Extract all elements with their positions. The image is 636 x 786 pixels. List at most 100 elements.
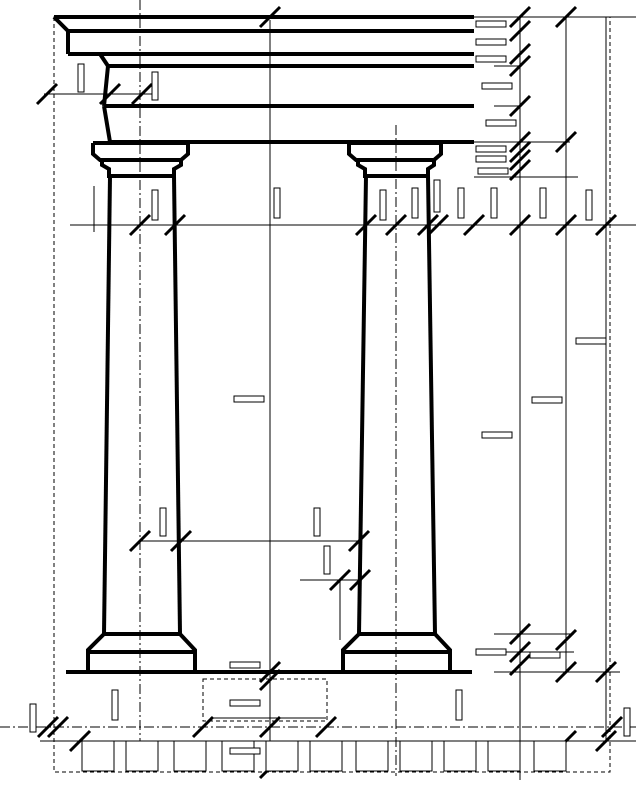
dimension-label-box <box>477 167 509 175</box>
dimension-label-box <box>490 187 498 219</box>
dimension-label-box <box>481 431 513 439</box>
dimension-label-box <box>111 689 119 721</box>
dimension-tick <box>508 653 532 677</box>
dimension-tick <box>130 82 154 106</box>
dimension-tick <box>163 213 187 237</box>
dimension-label-box <box>233 395 265 403</box>
plinth-block <box>399 740 433 772</box>
dimension-label-box <box>475 38 507 46</box>
dimension-tick <box>554 5 578 29</box>
dimension-label-box <box>379 189 387 221</box>
dimension-label-box <box>411 187 419 219</box>
dimension-tick <box>508 158 532 182</box>
left-column-capital <box>100 160 183 178</box>
outer-dashed-frame <box>53 16 611 773</box>
plinth-block <box>533 740 567 772</box>
dimension-tick <box>554 213 578 237</box>
dimension-label-box <box>475 20 507 28</box>
dimension-tick <box>554 660 578 684</box>
dimension-tick <box>508 54 532 78</box>
dimension-tick <box>128 213 152 237</box>
dimension-tick <box>354 213 378 237</box>
right-column-base-right <box>359 632 452 672</box>
dimension-tick <box>426 213 450 237</box>
dimension-tick <box>594 729 618 753</box>
right-column-shaft-left <box>357 175 368 635</box>
dimension-label-box <box>229 699 261 707</box>
dimension-tick <box>169 529 193 553</box>
left-column-shaft-right <box>172 175 182 635</box>
plinth-row <box>81 740 567 772</box>
dimension-label-box <box>229 661 261 669</box>
dimension-label-box <box>29 703 37 733</box>
plinth-block <box>355 740 389 772</box>
dimension-label-box <box>529 651 561 659</box>
dimension-tick <box>191 715 215 739</box>
dimension-tick <box>508 5 532 29</box>
dimension-tick <box>258 660 282 684</box>
left-column-shaft-left <box>102 175 112 635</box>
dimension-tick <box>508 94 532 118</box>
dimension-tick <box>508 42 532 66</box>
dimension-tick <box>314 715 338 739</box>
dimension-label-box <box>475 55 507 63</box>
right-column-capital <box>356 160 436 178</box>
left-column <box>86 141 197 672</box>
dimension-tick <box>508 19 532 43</box>
dimension-tick <box>554 628 578 652</box>
dimension-label-box <box>273 187 281 219</box>
dimension-label-box <box>455 689 463 721</box>
dimension-label-box <box>151 71 159 101</box>
dimension-label-box <box>475 155 507 163</box>
dimension-tick <box>508 622 532 646</box>
dimension-tick <box>98 82 122 106</box>
dimension-tick <box>594 660 618 684</box>
dimension-label-box <box>475 145 507 153</box>
dimension-label-box <box>531 396 563 404</box>
plinth-block <box>173 740 207 772</box>
dimension-tick <box>258 5 282 29</box>
dimension-tick <box>508 213 532 237</box>
dimension-lines <box>40 16 636 780</box>
right-column-shaft-right <box>426 175 437 635</box>
dimension-label-boxes <box>29 20 631 755</box>
dimension-label-box <box>475 648 507 656</box>
dimension-tick <box>508 148 532 172</box>
dimension-tick <box>384 213 408 237</box>
dimension-tick <box>508 640 532 664</box>
dimension-label-box <box>575 337 607 345</box>
dimension-ticks <box>35 5 624 780</box>
dimension-tick <box>594 213 618 237</box>
dimension-tick <box>258 715 282 739</box>
plinth-block <box>81 740 115 772</box>
dimension-tick <box>258 668 282 692</box>
plinth-block <box>125 740 159 772</box>
architrave-left-lower-face <box>102 105 112 143</box>
dimension-label-box <box>313 507 321 537</box>
frieze-left-step <box>98 52 110 68</box>
base-detail-box <box>202 678 328 722</box>
dimension-label-box <box>433 179 441 213</box>
right-column-abacus <box>347 141 443 162</box>
entablature <box>52 15 474 144</box>
dimension-tick <box>68 729 92 753</box>
dimension-label-box <box>485 119 517 127</box>
dimension-tick <box>347 529 371 553</box>
dimension-tick <box>462 213 486 237</box>
plinth-block <box>487 740 521 772</box>
dimension-label-box <box>323 545 331 575</box>
dimension-label-box <box>481 82 513 90</box>
right-column <box>341 141 452 672</box>
dimension-tick <box>416 213 440 237</box>
dimension-tick <box>348 568 372 592</box>
dimension-label-box <box>539 187 547 219</box>
dimension-tick <box>554 130 578 154</box>
dimension-label-box <box>229 747 261 755</box>
dimension-label-box <box>623 707 631 737</box>
left-column-base-right <box>104 632 197 672</box>
dimension-label-box <box>77 63 85 93</box>
dimension-label-box <box>159 507 167 537</box>
dimension-tick <box>328 568 352 592</box>
